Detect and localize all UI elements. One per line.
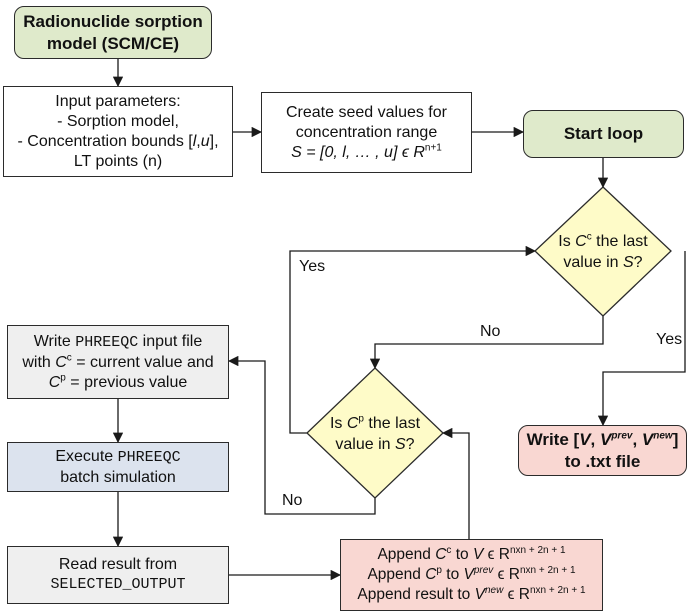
input-line2: - Sorption model, xyxy=(57,112,179,130)
edge-decision-cp-no xyxy=(227,355,376,515)
write-txt-line1: Write [V, Vprev, Vnew] xyxy=(526,429,679,449)
edge-label-yes-right: Yes xyxy=(656,331,683,348)
edge-append-decision-cp xyxy=(441,427,470,539)
append-row3: Append result to Vnew ϵ Rnxn + 2n + 1 xyxy=(357,584,586,603)
decision-cp-text: Is Cp the last value in S? xyxy=(329,413,421,453)
write-input-line3: Cp = previous value xyxy=(48,372,188,391)
write-input-line1: Write PHREEQC input file xyxy=(33,332,203,351)
input-params-node: Input parameters: - Sorption model, - Co… xyxy=(3,86,233,177)
seed-line2: concentration range xyxy=(295,123,438,141)
edge-decision-cc-yes xyxy=(597,251,686,427)
edge-label-no-bottom: No xyxy=(282,492,303,509)
decision-cc-text: Is Cc the last value in S? xyxy=(558,231,648,271)
edge-decision-cp-yes xyxy=(289,245,537,434)
input-line4: LT points (n) xyxy=(73,152,163,170)
model-node: Radionuclide sorption model (SCM/CE) xyxy=(14,6,212,59)
execute-node: Execute PHREEQC batch simulation xyxy=(7,442,229,492)
execute-line1: Execute PHREEQC xyxy=(55,447,181,466)
decision-cc-diamond xyxy=(534,186,672,317)
edge-decision-cc-no xyxy=(369,316,604,370)
decision-cp-diamond xyxy=(306,367,444,499)
read-line2: SELECTED_OUTPUT xyxy=(50,576,186,593)
write-txt-node: Write [V, Vprev, Vnew] to .txt file xyxy=(518,425,687,476)
start-loop-node: Start loop xyxy=(523,110,684,158)
append-node: Append Cc to V ϵ Rnxn + 2n + 1 Append Cp… xyxy=(340,539,603,611)
model-line1: Radionuclide sorption xyxy=(23,11,203,31)
start-loop-label: Start loop xyxy=(563,124,644,143)
input-line3: - Concentration bounds [l,u], xyxy=(17,132,219,150)
read-line1: Read result from xyxy=(58,556,178,573)
append-row2: Append Cp to Vprev ϵ Rnxn + 2n + 1 xyxy=(367,564,576,583)
execute-line2: batch simulation xyxy=(60,468,176,486)
seed-node: Create seed values for concentration ran… xyxy=(261,92,472,173)
edge-label-no-mid: No xyxy=(480,323,501,340)
seed-line1: Create seed values for xyxy=(286,103,447,121)
edge-label-yes-left: Yes xyxy=(299,258,326,275)
seed-line3: S = [0, l, … , u] ϵ Rn+1 xyxy=(291,142,442,161)
write-input-node: Write PHREEQC input file with Cc = curre… xyxy=(7,325,229,399)
read-result-node: Read result from SELECTED_OUTPUT xyxy=(7,546,229,604)
write-txt-line2: to .txt file xyxy=(564,451,641,471)
model-line2: model (SCM/CE) xyxy=(46,33,180,53)
input-line1: Input parameters: xyxy=(55,92,181,110)
write-input-line2: with Cc = current value and xyxy=(22,352,214,371)
append-row1: Append Cc to V ϵ Rnxn + 2n + 1 xyxy=(377,544,566,563)
